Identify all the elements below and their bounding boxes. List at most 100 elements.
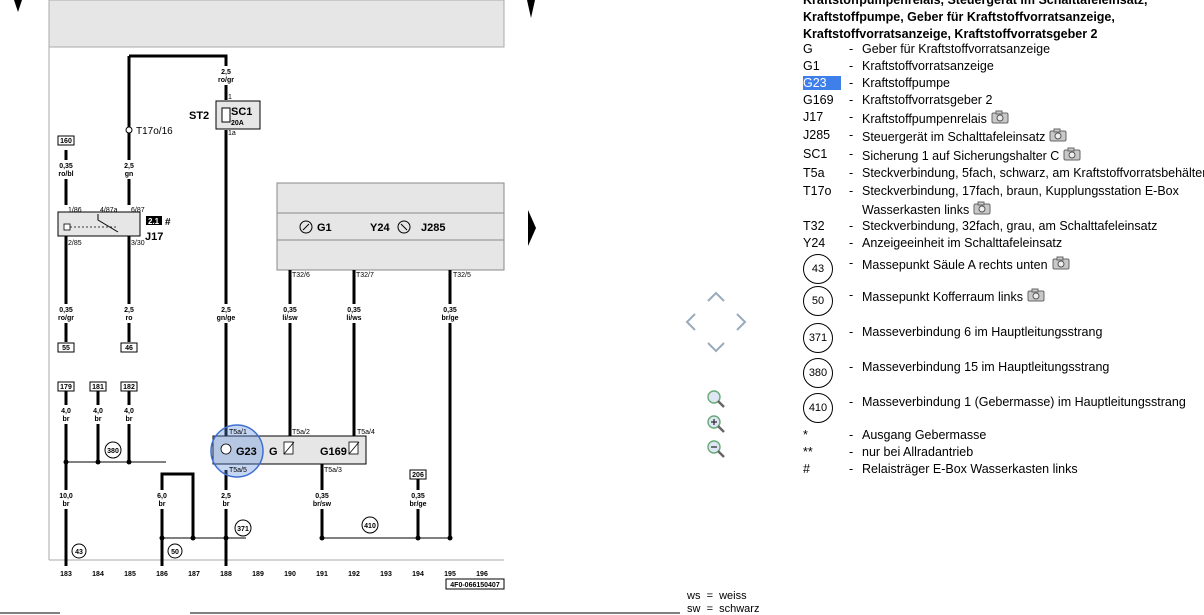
- legend-item[interactable]: G23-Kraftstoffpumpe: [803, 76, 1204, 93]
- camera-icon[interactable]: [1063, 147, 1081, 161]
- ref-box-label: 181: [92, 384, 104, 391]
- pan-left-icon[interactable]: [685, 313, 696, 331]
- column-number: 183: [60, 571, 72, 578]
- pan-right-icon[interactable]: [736, 313, 747, 331]
- note-symbol: **: [803, 445, 813, 459]
- legend-item[interactable]: Y24-Anzeigeeinheit im Schalttafeleinsatz: [803, 236, 1204, 253]
- ref-box-label: 179: [60, 384, 72, 391]
- legend-ground-item[interactable]: 43-Massepunkt Säule A rechts unten: [803, 254, 1204, 288]
- pin-label: 3/30: [131, 240, 145, 247]
- pan-down-icon[interactable]: [707, 342, 725, 353]
- pin-label: 1: [228, 94, 232, 101]
- wire-color: br/sw: [313, 501, 332, 508]
- camera-icon[interactable]: [1049, 128, 1067, 142]
- camera-icon[interactable]: [973, 201, 991, 215]
- ground-label: 43: [75, 549, 83, 556]
- abbreviation-row: ws = weiss: [687, 590, 747, 602]
- legend-dash: -: [849, 184, 854, 198]
- pin-label: T5a/3: [324, 467, 342, 474]
- column-number: 193: [380, 571, 392, 578]
- header-panel: [48, 0, 505, 48]
- note-symbol: *: [803, 428, 808, 442]
- wire-size: 2,5: [221, 69, 231, 76]
- fuse-icon: [221, 107, 231, 123]
- legend-item[interactable]: J285-Steuergerät im Schalttafeleinsatz: [803, 128, 1204, 145]
- pin-label: T5a/4: [357, 429, 375, 436]
- legend-item[interactable]: G169-Kraftstoffvorratsgeber 2: [803, 93, 1204, 110]
- legend-item[interactable]: T17o-Steckverbindung, 17fach, braun, Kup…: [803, 184, 1204, 201]
- wire-label-bg: [214, 490, 238, 509]
- column-number: 187: [188, 571, 200, 578]
- ground-label: 50: [171, 549, 179, 556]
- ground-circle: 50: [803, 286, 833, 316]
- wire-size: 4,0: [93, 408, 103, 415]
- legend-item[interactable]: T32-Steckverbindung, 32fach, grau, am Sc…: [803, 219, 1204, 236]
- pin-label: T32/6: [292, 272, 310, 279]
- legend-note: *-Ausgang Gebermasse: [803, 428, 1204, 445]
- abbreviation-row: sw = schwarz: [687, 603, 760, 615]
- j285-panel: [276, 182, 505, 271]
- wire-label-bg: [278, 304, 302, 323]
- wire-label-bg: [54, 160, 78, 179]
- legend-ground-item[interactable]: 410-Masseverbindung 1 (Gebermasse) im Ha…: [803, 393, 1204, 427]
- y24-label: Y24: [370, 222, 390, 234]
- legend-item[interactable]: T5a-Steckverbindung, 5fach, schwarz, am …: [803, 166, 1204, 183]
- legend-code: G23: [803, 76, 841, 90]
- legend-item[interactable]: J17-Kraftstoffpumpenrelais: [803, 110, 1204, 127]
- g1-gauge-icon: [299, 220, 313, 234]
- legend-desc: Massepunkt Kofferraum links: [862, 288, 1045, 304]
- pin-label: 1a: [228, 130, 236, 137]
- pin-label: 2/85: [68, 240, 82, 247]
- pin-label: 1/86: [68, 207, 82, 214]
- warning-gauge-icon: [397, 220, 411, 234]
- legend-ground-item[interactable]: 50 -Massepunkt Kofferraum links: [803, 286, 1204, 320]
- legend-dash: -: [849, 110, 854, 124]
- relay-badge-label: 2.1: [148, 217, 160, 226]
- ground-circle: 380: [803, 358, 833, 388]
- legend-dash: -: [849, 256, 854, 270]
- legend-desc: Wasserkasten links: [862, 201, 991, 217]
- wire-label-bg: [438, 304, 462, 323]
- legend-desc: nur bei Allradantrieb: [862, 445, 974, 459]
- legend-ground-item[interactable]: 371-Masseverbindung 6 im Hauptleitungsst…: [803, 323, 1204, 357]
- legend-dash: -: [849, 93, 854, 107]
- legend-dash: -: [849, 428, 854, 442]
- wire-color: ro/bl: [58, 171, 73, 178]
- wire-label-bg: [86, 405, 110, 424]
- camera-icon[interactable]: [1052, 256, 1070, 270]
- legend-desc: Steckverbindung, 17fach, braun, Kupplung…: [862, 184, 1179, 198]
- legend-item[interactable]: Wasserkasten links: [803, 201, 1204, 218]
- zoom-fit-icon[interactable]: [707, 390, 725, 408]
- ref-box-label: 46: [125, 345, 133, 352]
- wire-size: 2,5: [124, 307, 134, 314]
- zoom-out-icon[interactable]: [707, 440, 725, 458]
- legend-item[interactable]: G-Geber für Kraftstoffvorratsanzeige: [803, 42, 1204, 59]
- g1-label: G1: [317, 222, 332, 234]
- wire-size: 10,0: [59, 493, 73, 500]
- legend-item[interactable]: SC1-Sicherung 1 auf Sicherungshalter C: [803, 147, 1204, 164]
- camera-icon[interactable]: [991, 110, 1009, 124]
- ground-label: 410: [364, 523, 376, 530]
- wire-size: 2,5: [221, 493, 231, 500]
- camera-icon[interactable]: [1027, 288, 1045, 302]
- wire-label-bg: [54, 405, 78, 424]
- wire-color: ro/gr: [218, 77, 234, 84]
- legend-dash: -: [849, 59, 854, 73]
- zoom-in-icon[interactable]: [707, 415, 725, 433]
- column-number: 188: [220, 571, 232, 578]
- legend-code: G169: [803, 93, 834, 107]
- wire-size: 0,35: [59, 163, 73, 170]
- wire-size: 0,35: [443, 307, 457, 314]
- page-marker-left: [14, 0, 22, 12]
- legend-dash: -: [849, 462, 854, 476]
- legend-dash: -: [849, 219, 854, 233]
- wire-size: 6,0: [157, 493, 167, 500]
- legend-item[interactable]: G1-Kraftstoffvorratsanzeige: [803, 59, 1204, 76]
- legend-desc: Steckverbindung, 32fach, grau, am Schalt…: [862, 219, 1158, 233]
- pan-up-icon[interactable]: [707, 291, 725, 302]
- g-label: G: [269, 446, 278, 458]
- ref-box-label: 55: [62, 345, 70, 352]
- legend-ground-item[interactable]: 380-Masseverbindung 15 im Hauptleitungss…: [803, 358, 1204, 392]
- pin-label: T5a/5: [229, 467, 247, 474]
- legend-dash: -: [849, 288, 854, 302]
